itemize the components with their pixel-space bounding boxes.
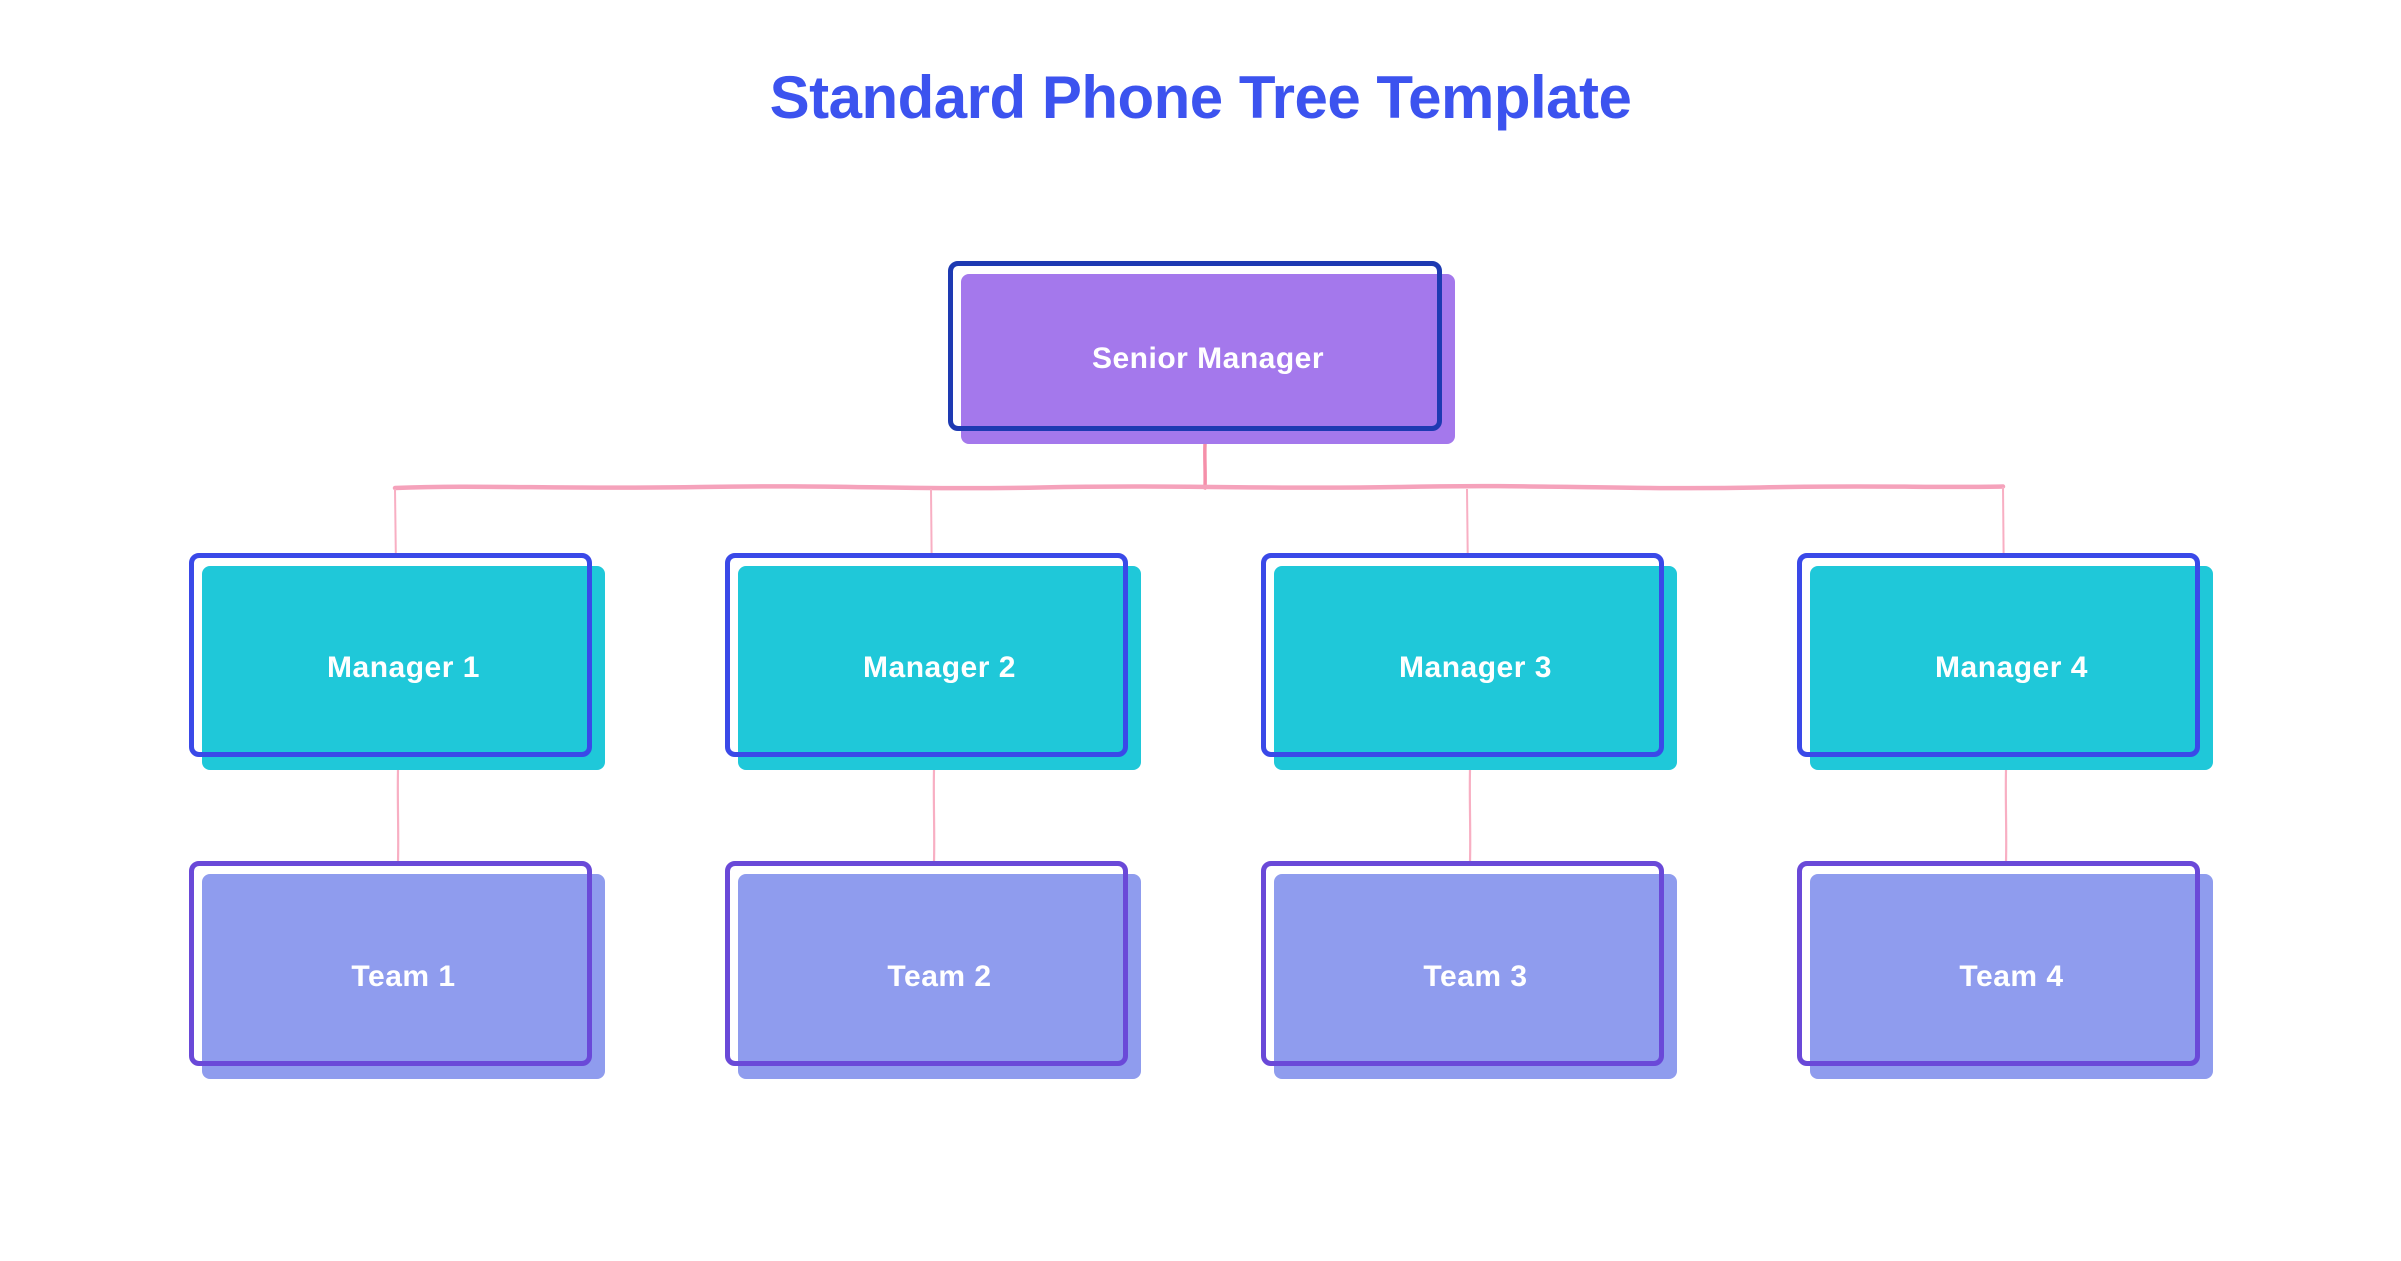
- connector-bus-to-manager-4: [2002, 486, 2005, 554]
- node-senior-manager[interactable]: Senior Manager: [948, 261, 1455, 444]
- node-label: Team 4: [1959, 959, 2064, 993]
- box-fill: Manager 1: [202, 566, 605, 770]
- node-label: Senior Manager: [1091, 342, 1325, 375]
- node-team-4[interactable]: Team 4: [1797, 861, 2213, 1079]
- node-label: Team 2: [887, 959, 992, 993]
- node-manager-4[interactable]: Manager 4: [1797, 553, 2213, 770]
- connector-bus: [392, 483, 2006, 491]
- box-fill: Manager 2: [738, 566, 1141, 770]
- node-label: Team 3: [1423, 959, 1528, 993]
- box-fill: Manager 3: [1274, 566, 1677, 770]
- node-label: Manager 4: [1935, 651, 2088, 684]
- node-label: Manager 1: [327, 651, 480, 684]
- node-manager-2[interactable]: Manager 2: [725, 553, 1141, 770]
- node-manager-1[interactable]: Manager 1: [189, 553, 605, 770]
- node-team-2[interactable]: Team 2: [725, 861, 1141, 1079]
- page-title: Standard Phone Tree Template: [769, 64, 1632, 131]
- box-fill: Team 4: [1810, 874, 2213, 1079]
- node-team-1[interactable]: Team 1: [189, 861, 605, 1079]
- box-fill: Team 2: [738, 874, 1141, 1079]
- box-fill: Senior Manager: [961, 274, 1455, 444]
- connector-bus-to-manager-3: [1466, 488, 1469, 554]
- connector-bus-to-manager-1: [394, 488, 397, 554]
- box-fill: Team 3: [1274, 874, 1677, 1079]
- node-label: Manager 2: [863, 651, 1016, 684]
- node-label: Manager 3: [1399, 651, 1552, 684]
- node-team-3[interactable]: Team 3: [1261, 861, 1677, 1079]
- connector-bus-to-manager-2: [930, 488, 933, 554]
- node-label: Team 1: [351, 959, 456, 993]
- box-fill: Manager 4: [1810, 566, 2213, 770]
- node-manager-3[interactable]: Manager 3: [1261, 553, 1677, 770]
- box-fill: Team 1: [202, 874, 605, 1079]
